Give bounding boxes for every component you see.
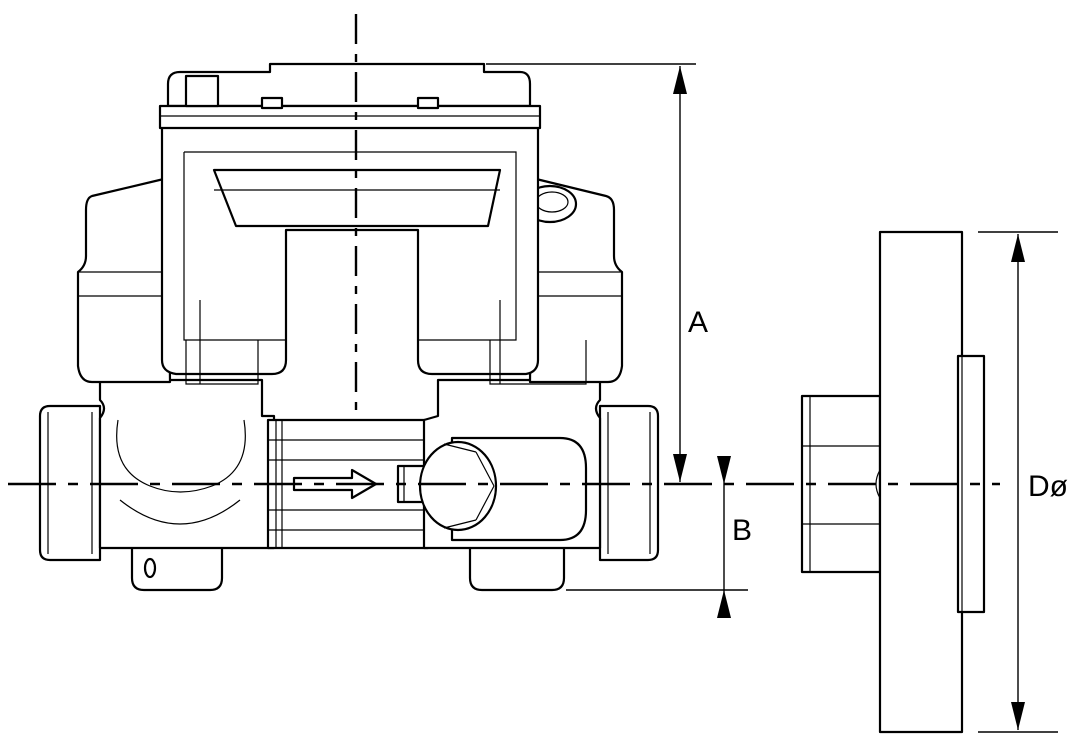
dimension-a-label: A [688,306,708,339]
side-shells [76,176,624,384]
right-chamber [396,378,602,550]
dimension-d: Dø [978,231,1068,733]
flow-arrow-icon [292,468,378,500]
strainer-plug [418,440,498,532]
central-housing [160,124,587,385]
dimension-d-label: Dø [1028,470,1068,503]
side-view [800,230,986,734]
dimension-b-label: B [732,514,752,547]
lid [158,62,542,130]
left-chamber [98,378,276,550]
centerlines [8,14,1000,486]
dimension-a: A [486,63,708,482]
dimension-b: B [566,456,752,618]
lower-bosses [130,543,566,592]
